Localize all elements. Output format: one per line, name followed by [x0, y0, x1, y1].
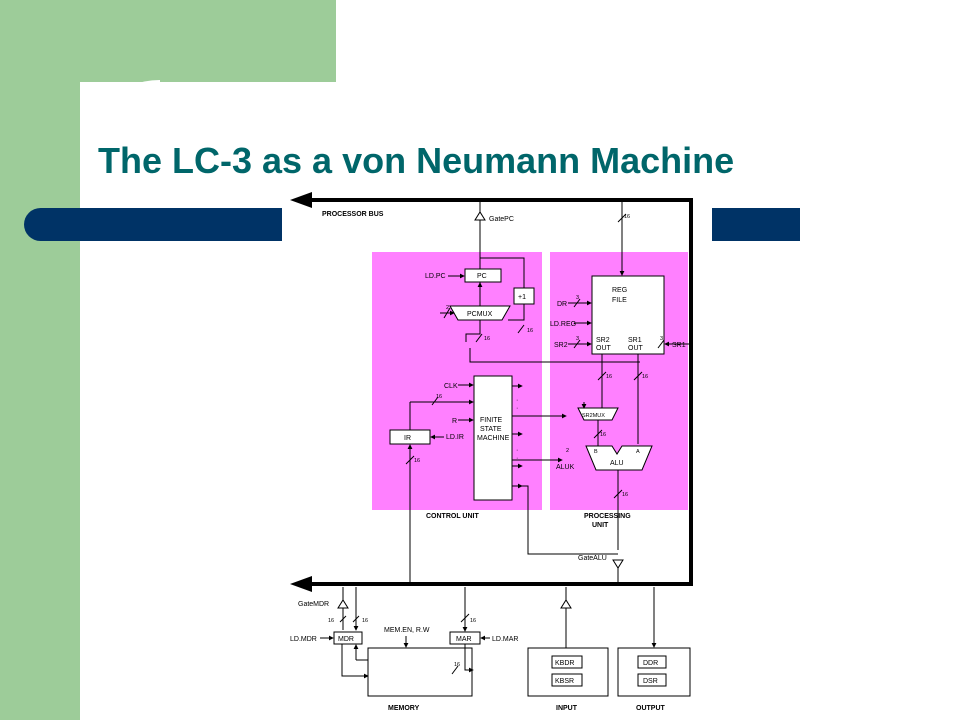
mem-en-label: MEM.EN, R.W [384, 627, 430, 634]
kbsr-register [551, 673, 583, 687]
ld-mdr-label: LD.MDR [290, 636, 317, 643]
sr2mux-out-width: 16 [600, 432, 606, 438]
sr1-select-width: 3 [660, 336, 663, 342]
mdr-in-width-2: 16 [362, 618, 368, 624]
alu-out-width: 16 [622, 492, 628, 498]
processor-bus-top-arrowhead [290, 192, 312, 208]
gatepc-tristate [474, 211, 486, 221]
file-label: FILE [612, 297, 627, 304]
memory-label: MEMORY [388, 705, 420, 712]
page-title: The LC-3 as a von Neumann Machine [98, 140, 735, 181]
register-file [591, 275, 665, 355]
dsr-label: DSR [643, 678, 658, 685]
increment-label: +1 [518, 294, 526, 301]
fsm-more-signals-4: · [516, 455, 518, 462]
mdr-label: MDR [338, 636, 354, 643]
fsm-more-signals-3: · [516, 447, 518, 454]
fsm-label-1: FINITE [480, 417, 502, 424]
processing-unit-label-1: PROCESSING [584, 513, 631, 520]
ld-ir-label: LD.IR [446, 434, 464, 441]
aluk-label: ALUK [556, 464, 575, 471]
ir-to-fsm-width: 16 [436, 394, 442, 400]
mar-out-width: 16 [454, 662, 460, 668]
dr-label: DR [557, 301, 567, 308]
fsm-label-2: STATE [480, 426, 502, 433]
mdr-register [333, 631, 363, 645]
fsm-more-signals-1: · [516, 397, 518, 404]
pc-label: PC [477, 273, 487, 280]
pcmux-select-width: 2 [446, 305, 449, 311]
output-label: OUTPUT [636, 705, 666, 712]
sr2-out-width: 16 [606, 374, 612, 380]
dr-width: 3 [576, 295, 579, 301]
processor-bus-bottom-arrowhead [290, 576, 312, 592]
pcmux [449, 305, 511, 321]
alu-b-label: B [594, 449, 598, 455]
title-underline-bar-right [712, 208, 800, 241]
sr2-out-sub: OUT [596, 345, 612, 352]
sr2-out-label: SR2 [596, 337, 610, 344]
gatemdr-tristate [337, 599, 349, 609]
ld-reg-label: LD.REG [550, 321, 576, 328]
control-unit-label: CONTROL UNIT [426, 513, 479, 520]
clk-label: CLK [444, 383, 458, 390]
gatealu-tristate [612, 559, 624, 569]
sr1-out-width: 16 [642, 374, 648, 380]
mdr-in-width-1: 16 [328, 618, 334, 624]
mar-in-width: 16 [470, 618, 476, 624]
green-side-panel [0, 0, 80, 720]
input-device [527, 647, 609, 697]
sr1-out-label: SR1 [628, 337, 642, 344]
gatealu-label: GateALU [578, 555, 607, 562]
finite-state-machine [473, 375, 513, 501]
pcmux-bus-width: 16 [527, 328, 533, 334]
ir-input-width: 16 [414, 458, 420, 464]
sr1-select-label: SR1 [672, 342, 686, 349]
output-device [617, 647, 691, 697]
alu [585, 445, 653, 471]
sr2mux [577, 407, 619, 421]
ddr-label: DDR [643, 660, 658, 667]
ld-mar-label: LD.MAR [492, 636, 518, 643]
sr2mux-label: SR2MUX [582, 413, 605, 419]
alu-a-label: A [636, 449, 640, 455]
input-tristate [560, 599, 572, 609]
title-underline-bar-left [24, 208, 282, 241]
ir-label: IR [404, 435, 411, 442]
pc-register [464, 268, 502, 283]
processor-bus-label: PROCESSOR BUS [322, 211, 384, 218]
mar-label: MAR [456, 636, 472, 643]
aluk-width: 2 [566, 448, 569, 454]
memory-block [367, 647, 473, 697]
ddr-register [637, 655, 667, 669]
sr1-out-sub: OUT [628, 345, 644, 352]
kbdr-register [551, 655, 583, 669]
r-label: R [452, 418, 457, 425]
fsm-more-signals-2: · [516, 405, 518, 412]
ld-pc-label: LD.PC [425, 273, 446, 280]
sr2-select-label: SR2 [554, 342, 568, 349]
lc3-datapath-diagram: PROCESSOR BUS GatePC PC LD.PC +1 PCMUX 2… [290, 192, 693, 712]
sr2-select-width: 3 [576, 336, 579, 342]
pcmux-label: PCMUX [467, 311, 493, 318]
input-label: INPUT [556, 705, 578, 712]
pcmux-input-width: 16 [484, 336, 490, 342]
dsr-register [637, 673, 667, 687]
gatemdr-label: GateMDR [298, 601, 329, 608]
fsm-label-3: MACHINE [477, 435, 510, 442]
reg-label: REG [612, 287, 627, 294]
gatepc-label: GatePC [489, 216, 514, 223]
processor-bus-right [310, 198, 693, 586]
kbdr-label: KBDR [555, 660, 574, 667]
alu-label: ALU [610, 460, 624, 467]
regfile-input-width: 16 [624, 214, 630, 220]
kbsr-label: KBSR [555, 678, 574, 685]
processing-unit-label-2: UNIT [592, 522, 609, 529]
